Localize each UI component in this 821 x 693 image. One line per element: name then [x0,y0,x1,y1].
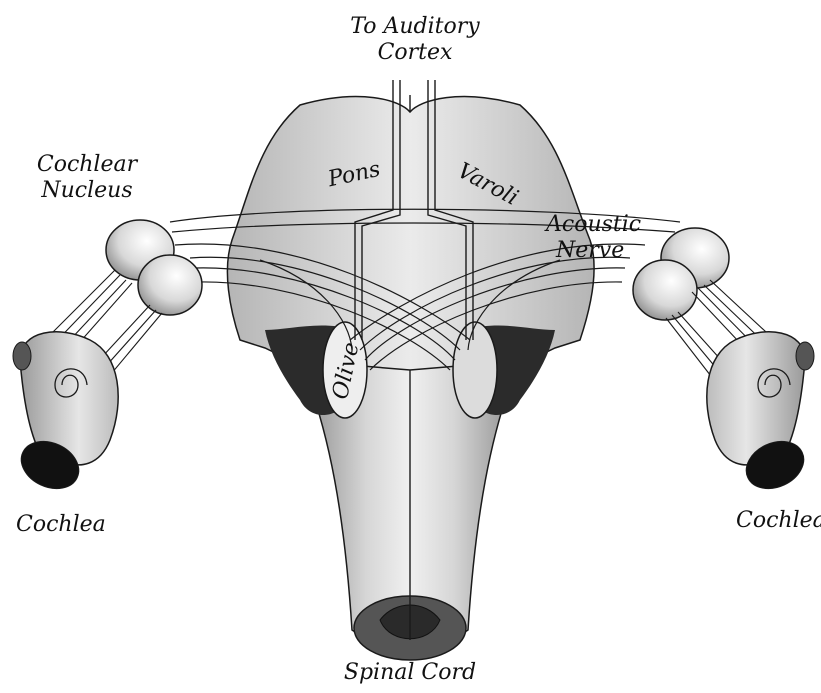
spinal-cord-label: Spinal Cord [330,660,490,686]
cochlea-left-label: Cochlea [16,512,106,538]
right-cochlear-nucleus-lower [633,260,697,320]
right-cochlea [707,332,814,498]
left-cochlea [13,332,118,498]
to-auditory-cortex-label: To Auditory Cortex [335,14,495,66]
acoustic-nerve-line2: Nerve [546,238,656,264]
acoustic-nerve-label: Acoustic Nerve [546,212,656,264]
to-auditory-cortex-line2: Cortex [335,40,495,66]
left-cochlear-nucleus-lower [138,255,202,315]
cochlea-right-label: Cochlea [736,508,821,534]
cochlear-nucleus-line1: Cochlear [22,152,152,178]
right-olive [453,322,497,418]
to-auditory-cortex-line1: To Auditory [335,14,495,40]
cochlear-nucleus-line2: Nucleus [22,178,152,204]
cochlear-nucleus-label: Cochlear Nucleus [22,152,152,204]
acoustic-nerve-line1: Acoustic [546,212,656,238]
